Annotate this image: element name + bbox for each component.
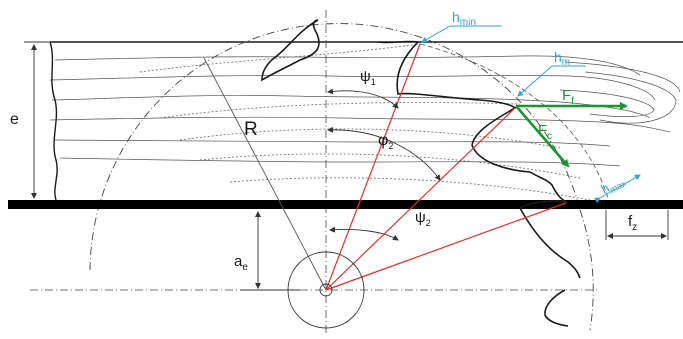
radial-line-hm	[325, 107, 516, 291]
force-arrows	[515, 102, 628, 168]
table-bar	[8, 200, 683, 209]
label-ae: ae	[234, 253, 248, 273]
hmin-leader	[421, 25, 502, 43]
angle-arcs	[327, 88, 441, 241]
workpiece	[49, 41, 683, 201]
phi2-arc	[327, 126, 441, 181]
hmax-leader	[594, 174, 641, 204]
dimension-fz	[605, 210, 669, 240]
cutter-profile	[261, 19, 581, 327]
hub-inner-circle	[319, 283, 333, 297]
label-R: R	[244, 119, 258, 140]
axes	[30, 10, 600, 336]
psi1-arc	[327, 88, 399, 109]
label-phi2: φ2	[378, 132, 393, 151]
label-fz: fz	[628, 213, 637, 233]
radial-line-hmax	[325, 202, 567, 291]
thickness-leaders	[421, 25, 641, 204]
dimension-e	[24, 41, 50, 199]
label-psi1: ψ1	[360, 68, 376, 87]
psi2-arc	[329, 226, 399, 241]
cutter-circle	[89, 23, 594, 331]
label-Fc: Fc	[538, 122, 552, 142]
workpiece-left-edge	[49, 41, 58, 201]
label-Ff: Ff	[562, 87, 574, 107]
fc-arrow	[515, 105, 570, 168]
label-hm: hm	[554, 49, 570, 68]
label-e: e	[10, 111, 19, 128]
hm-leader	[517, 65, 586, 97]
radius-line	[203, 57, 327, 291]
label-hmax: hmax	[598, 172, 628, 199]
dimension-ae	[240, 211, 300, 291]
edge-arc	[419, 43, 611, 206]
label-hmin: hmin	[452, 9, 476, 28]
label-psi2: ψ2	[415, 209, 431, 228]
